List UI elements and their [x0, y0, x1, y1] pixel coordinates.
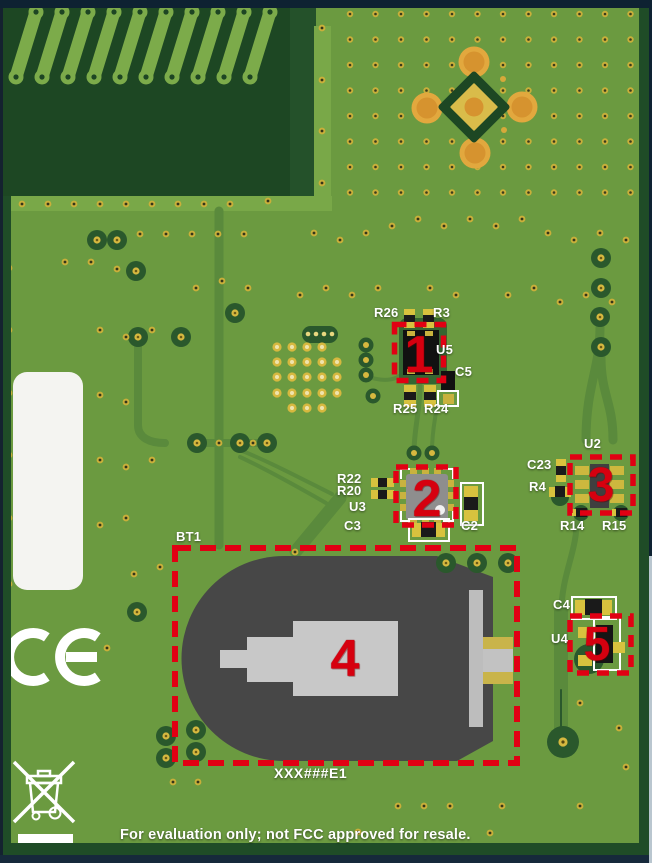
label-u4: U4	[551, 631, 569, 646]
annotation-number-1: 1	[404, 326, 434, 384]
annotation-boxes	[172, 321, 636, 766]
label-r4: R4	[529, 479, 547, 494]
label-r14: R14	[560, 518, 585, 533]
annotation-box-5	[567, 613, 634, 676]
rf-pad-cluster	[411, 46, 538, 169]
annotation-box-4	[172, 545, 520, 766]
annotation-number-5: 5	[583, 618, 611, 671]
label-c4: C4	[553, 597, 571, 612]
label-u2: U2	[584, 436, 602, 451]
label-c23: C23	[527, 457, 552, 472]
components-region-5	[571, 596, 625, 674]
label-r20: R20	[337, 483, 362, 498]
annotation-number-4: 4	[330, 630, 360, 688]
battery-holder	[156, 553, 518, 768]
label-u5: U5	[436, 342, 454, 357]
label-bt1: BT1	[176, 529, 202, 544]
annotation-number-2: 2	[412, 470, 442, 528]
annotation-box-1	[391, 321, 447, 384]
label-r24: R24	[424, 401, 449, 416]
label-r22: R22	[337, 471, 362, 486]
label-c2: C2	[461, 518, 479, 533]
components-region-1	[399, 309, 459, 407]
label-u3: U3	[349, 499, 367, 514]
blank-label-area	[13, 372, 83, 590]
weee-icon	[12, 760, 76, 824]
label-r26: R26	[374, 305, 399, 320]
evaluation-notice: For evaluation only; not FCC approved fo…	[120, 827, 471, 843]
through-hole-pads	[87, 230, 611, 758]
label-r3: R3	[433, 305, 451, 320]
annotation-number-3: 3	[587, 459, 615, 512]
label-c3: C3	[344, 518, 362, 533]
label-r25: R25	[393, 401, 418, 416]
annotation-box-3	[567, 454, 636, 516]
label-c5: C5	[455, 364, 473, 379]
annotation-box-2	[393, 464, 459, 528]
label-r15: R15	[602, 518, 627, 533]
label-part-number: XXX###E1	[274, 765, 348, 781]
